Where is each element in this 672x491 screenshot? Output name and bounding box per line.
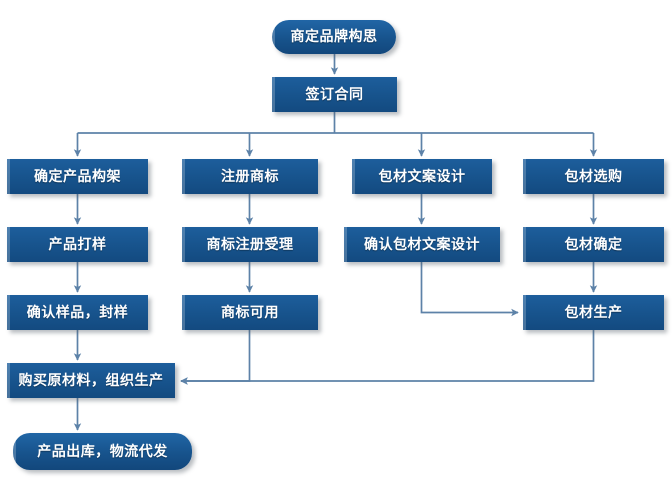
node-packaging-procurement[interactable]: 包材选购 [523,159,664,194]
node-confirm-packaging-copy-design[interactable]: 确认包材文案设计 [344,227,500,262]
node-label: 商标可用 [221,304,279,321]
node-product-shipment-logistics[interactable]: 产品出库，物流代发 [13,433,192,470]
node-label: 产品出库，物流代发 [37,443,168,460]
node-register-trademark[interactable]: 注册商标 [182,159,318,194]
node-product-sampling[interactable]: 产品打样 [7,227,148,262]
node-label: 商定品牌构思 [290,29,378,45]
node-buy-materials-organize-production[interactable]: 购买原材料，组织生产 [7,363,175,398]
connector-n12-n14 [180,330,251,385]
node-trademark-available[interactable]: 商标可用 [182,295,318,330]
node-label: 购买原材料，组织生产 [18,372,164,389]
node-packaging-copy-design[interactable]: 包材文案设计 [352,159,492,194]
node-label: 注册商标 [221,168,279,185]
node-label: 包材文案设计 [378,168,466,185]
node-label: 包材选购 [564,168,623,185]
node-label: 确认样品，封样 [26,304,129,321]
node-sign-contract[interactable]: 签订合同 [272,77,397,112]
node-label: 确定产品构架 [34,168,121,185]
node-label: 商标注册受理 [206,236,294,253]
node-label: 确认包材文案设计 [364,236,480,253]
node-label: 签订合同 [305,86,364,103]
node-brand-concept[interactable]: 商定品牌构思 [272,20,396,54]
node-packaging-production[interactable]: 包材生产 [523,295,664,330]
node-confirm-sample-seal[interactable]: 确认样品，封样 [7,295,148,330]
node-label: 产品打样 [48,236,107,253]
node-define-product-architecture[interactable]: 确定产品构架 [7,159,148,194]
connector-n13-n14 [180,330,595,385]
node-packaging-confirmed[interactable]: 包材确定 [523,227,664,262]
connector-n9-n13 [420,262,519,317]
node-label: 包材确定 [564,236,623,253]
node-trademark-application-accepted[interactable]: 商标注册受理 [182,227,318,262]
node-label: 包材生产 [564,304,623,321]
